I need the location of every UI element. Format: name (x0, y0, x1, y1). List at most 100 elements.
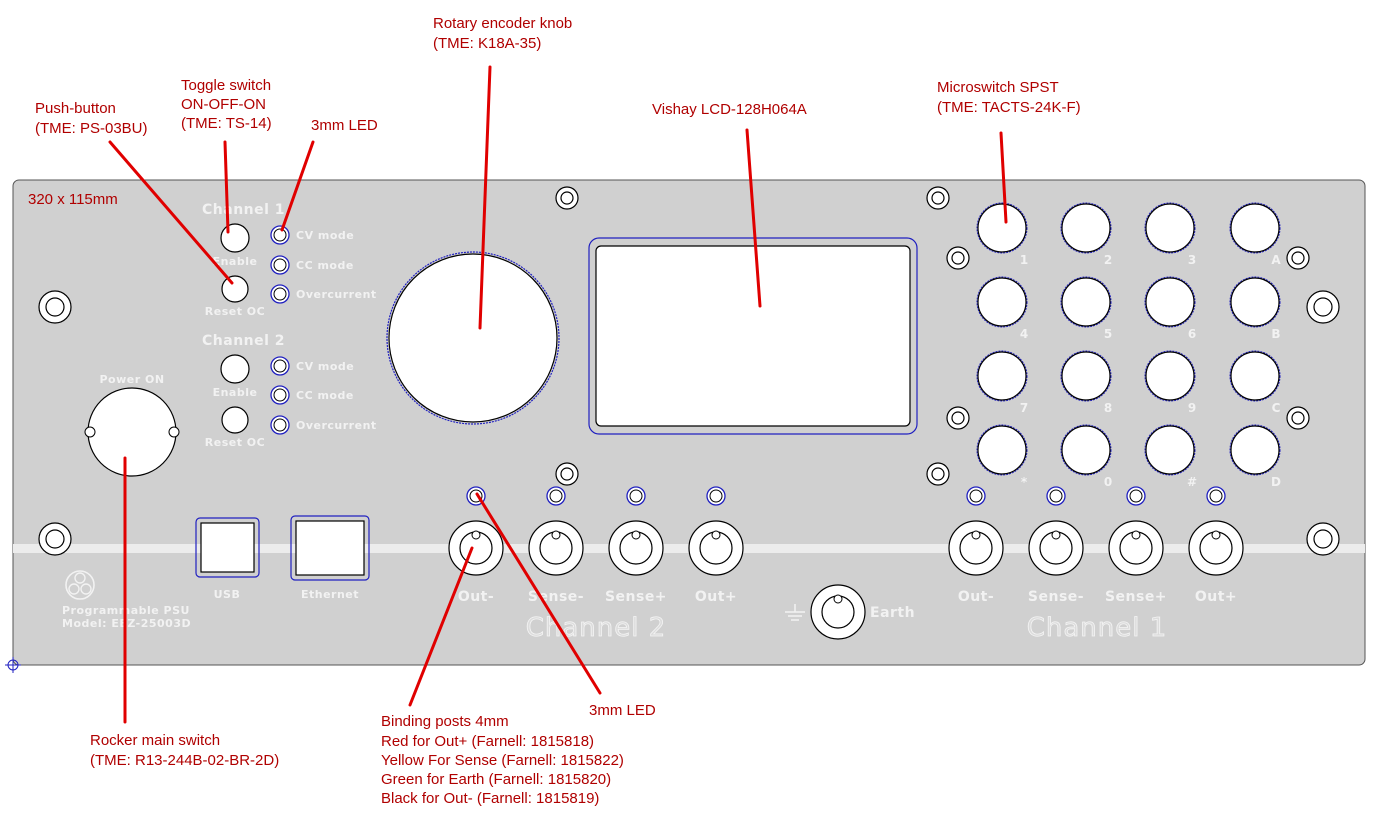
keypad-key-label: 1 (1020, 253, 1028, 267)
keypad-key[interactable] (1060, 202, 1112, 254)
keypad-key[interactable] (1060, 276, 1112, 328)
keypad (976, 202, 1281, 476)
keypad-key[interactable] (976, 202, 1028, 254)
keypad-key[interactable] (1229, 202, 1281, 254)
ch1-binding-posts[interactable] (948, 520, 1244, 576)
channel2-overcurrent-label: Overcurrent (296, 419, 377, 432)
keypad-key[interactable] (1144, 202, 1196, 254)
screw-icon (946, 246, 970, 270)
led-icon (1206, 486, 1226, 506)
channel2-big-title: Channel 2 (526, 613, 667, 643)
led-icon (626, 486, 646, 506)
screw-icon (1306, 290, 1340, 324)
channel2-reset-button[interactable] (221, 406, 249, 434)
keypad-key-label: 3 (1188, 253, 1196, 267)
leader-microswitch (999, 131, 1008, 224)
product-model: Model: EEZ-25003D (62, 617, 191, 630)
screw-icon (38, 522, 72, 556)
usb-port[interactable] (195, 517, 260, 578)
rotary-encoder-knob[interactable] (386, 251, 560, 425)
led-icon (966, 486, 986, 506)
screw-icon (946, 406, 970, 430)
leader-led-bottom (475, 492, 602, 695)
channel2-cv-led (270, 356, 290, 376)
keypad-key-label: 8 (1104, 401, 1112, 415)
keypad-key[interactable] (1229, 350, 1281, 402)
led-icon (1046, 486, 1066, 506)
keypad-key-label: C (1272, 401, 1281, 415)
leader-binding (408, 546, 474, 707)
power-rocker-switch[interactable] (84, 387, 180, 477)
screw-icon (1286, 246, 1310, 270)
channel1-reset-label: Reset OC (205, 305, 265, 318)
screw-icon (926, 462, 950, 486)
binding-post-icon (1028, 520, 1084, 576)
channel1-cc-led (270, 255, 290, 275)
ch1-post-leds (966, 486, 1226, 506)
channel2-enable-toggle[interactable] (220, 354, 250, 384)
earth-binding-post[interactable] (810, 584, 866, 640)
channel1-big-title: Channel 1 (1027, 613, 1168, 643)
channel2-enable-label: Enable (213, 386, 258, 399)
screw-icon (1306, 522, 1340, 556)
keypad-key[interactable] (1229, 276, 1281, 328)
channel2-title: Channel 2 (202, 333, 285, 349)
keypad-key-label: 0 (1104, 475, 1112, 489)
screw-icon (555, 462, 579, 486)
ch1-post-label: Out- (958, 589, 994, 605)
usb-label: USB (214, 588, 241, 601)
keypad-key[interactable] (1144, 424, 1196, 476)
channel1-overcurrent-label: Overcurrent (296, 288, 377, 301)
power-on-label: Power ON (99, 373, 164, 386)
keypad-key-label: * (1021, 475, 1028, 489)
channel1-cv-led (270, 225, 290, 245)
binding-post-icon (528, 520, 584, 576)
channel2-cc-label: CC mode (296, 389, 354, 402)
channel1-reset-button[interactable] (221, 275, 249, 303)
ch2-post-label: Sense+ (605, 589, 667, 605)
channel2-cv-label: CV mode (296, 360, 354, 373)
ch1-post-label: Out+ (1195, 589, 1237, 605)
keypad-key[interactable] (976, 424, 1028, 476)
panel-size-label: 320 x 115mm (28, 191, 118, 208)
annotation-toggle-switch: Toggle switch ON-OFF-ON (TME: TS-14) (181, 77, 275, 132)
keypad-key-label: 5 (1104, 327, 1112, 341)
leader-led-top (280, 140, 315, 232)
keypad-key[interactable] (1229, 424, 1281, 476)
annotation-led-top: 3mm LED (311, 117, 378, 134)
keypad-key[interactable] (1060, 424, 1112, 476)
ch1-post-label: Sense+ (1105, 589, 1167, 605)
channel1-enable-toggle[interactable] (220, 223, 250, 253)
keypad-key[interactable] (976, 350, 1028, 402)
led-icon (706, 486, 726, 506)
binding-post-icon (608, 520, 664, 576)
binding-post-icon (448, 520, 504, 576)
ch2-binding-posts[interactable] (448, 520, 744, 576)
ch1-post-label: Sense- (1028, 589, 1084, 605)
screw-icon (926, 186, 950, 210)
channel2-cc-led (270, 385, 290, 405)
ethernet-label: Ethernet (301, 588, 359, 601)
logo-icon (65, 570, 95, 600)
channel1-cc-label: CC mode (296, 259, 354, 272)
keypad-key[interactable] (976, 276, 1028, 328)
mounting-screws (38, 186, 1340, 556)
keypad-key-label: 7 (1020, 401, 1028, 415)
screw-icon (1286, 406, 1310, 430)
lcd-display (588, 237, 918, 435)
channel1-title: Channel 1 (202, 202, 285, 218)
channel1-enable-label: Enable (213, 255, 258, 268)
origin-marker (5, 657, 21, 673)
ethernet-port[interactable] (290, 515, 370, 581)
keypad-key-label: D (1271, 475, 1281, 489)
binding-post-icon (1188, 520, 1244, 576)
channel1-overcurrent-led (270, 284, 290, 304)
keypad-key[interactable] (1144, 276, 1196, 328)
keypad-key[interactable] (1144, 350, 1196, 402)
keypad-key[interactable] (1060, 350, 1112, 402)
binding-post-icon (1108, 520, 1164, 576)
screw-icon (38, 290, 72, 324)
channel2-reset-label: Reset OC (205, 436, 265, 449)
keypad-key-label: 9 (1188, 401, 1196, 415)
